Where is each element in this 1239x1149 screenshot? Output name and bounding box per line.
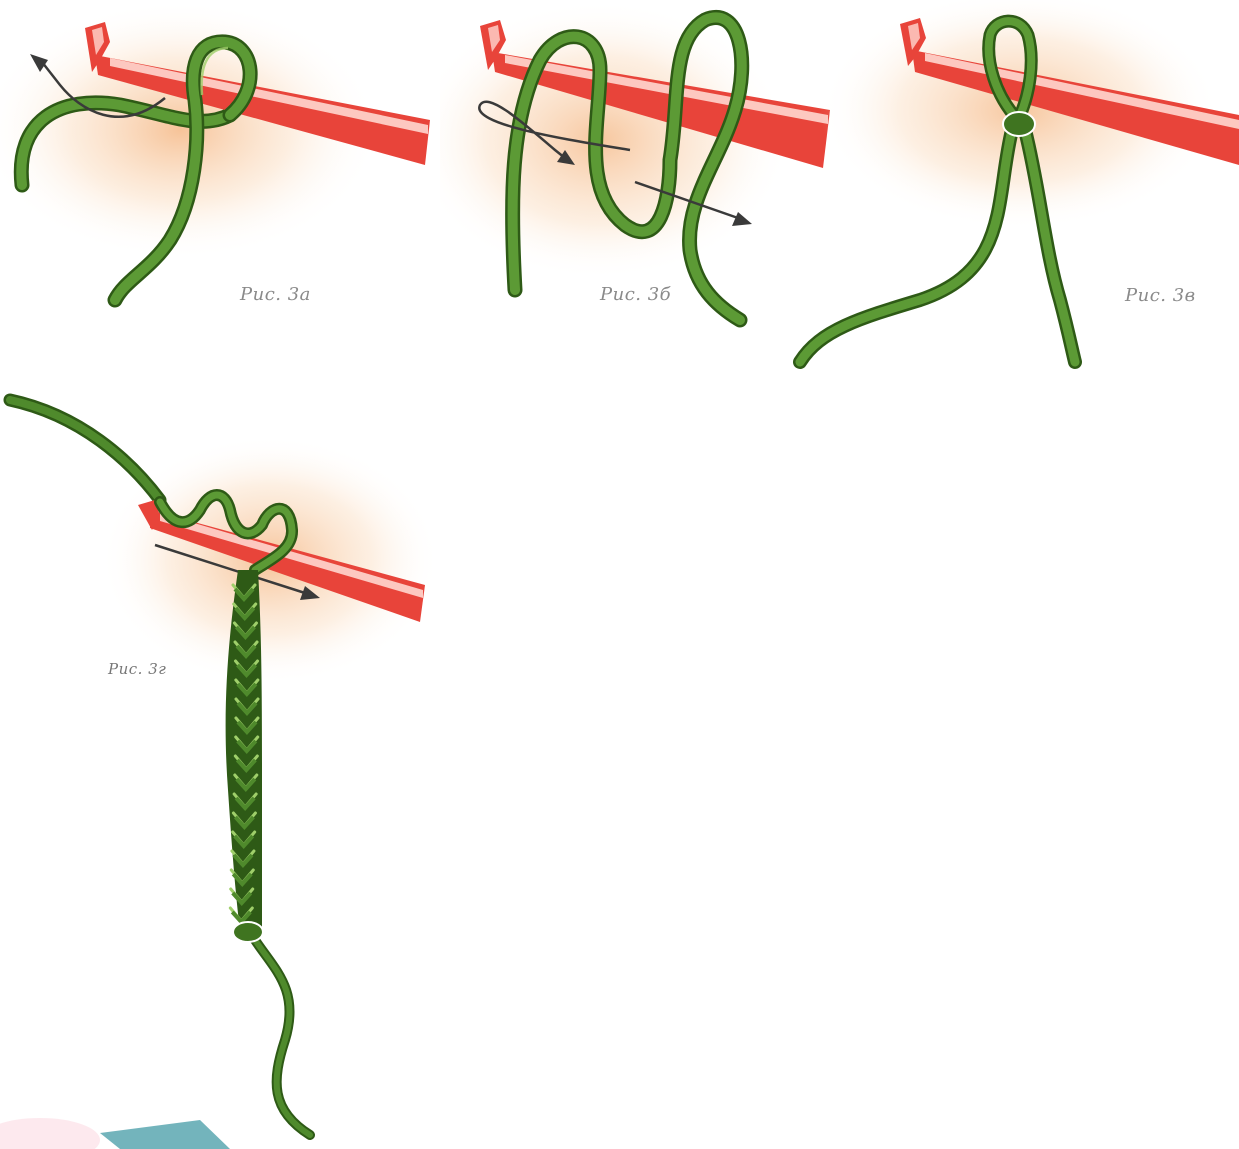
- figure-3b-illustration: [440, 0, 840, 330]
- figure-3c-illustration: [790, 0, 1239, 370]
- figure-3a-illustration: [0, 0, 440, 330]
- figure-3d-illustration: [0, 390, 440, 1149]
- slip-knot-icon: [233, 922, 263, 942]
- figure-3d: Рис. 3г: [0, 390, 440, 1149]
- figure-3c: Рис. 3в: [790, 0, 1239, 370]
- figure-caption: Рис. 3а: [240, 284, 311, 305]
- figure-caption: Рис. 3г: [108, 660, 166, 678]
- slip-knot-icon: [1003, 112, 1035, 136]
- figure-caption: Рис. 3б: [600, 284, 671, 305]
- figure-3a: Рис. 3а: [0, 0, 440, 330]
- corner-decoration: [0, 1100, 240, 1149]
- figure-3b: Рис. 3б: [440, 0, 840, 330]
- figure-caption: Рис. 3в: [1125, 285, 1196, 306]
